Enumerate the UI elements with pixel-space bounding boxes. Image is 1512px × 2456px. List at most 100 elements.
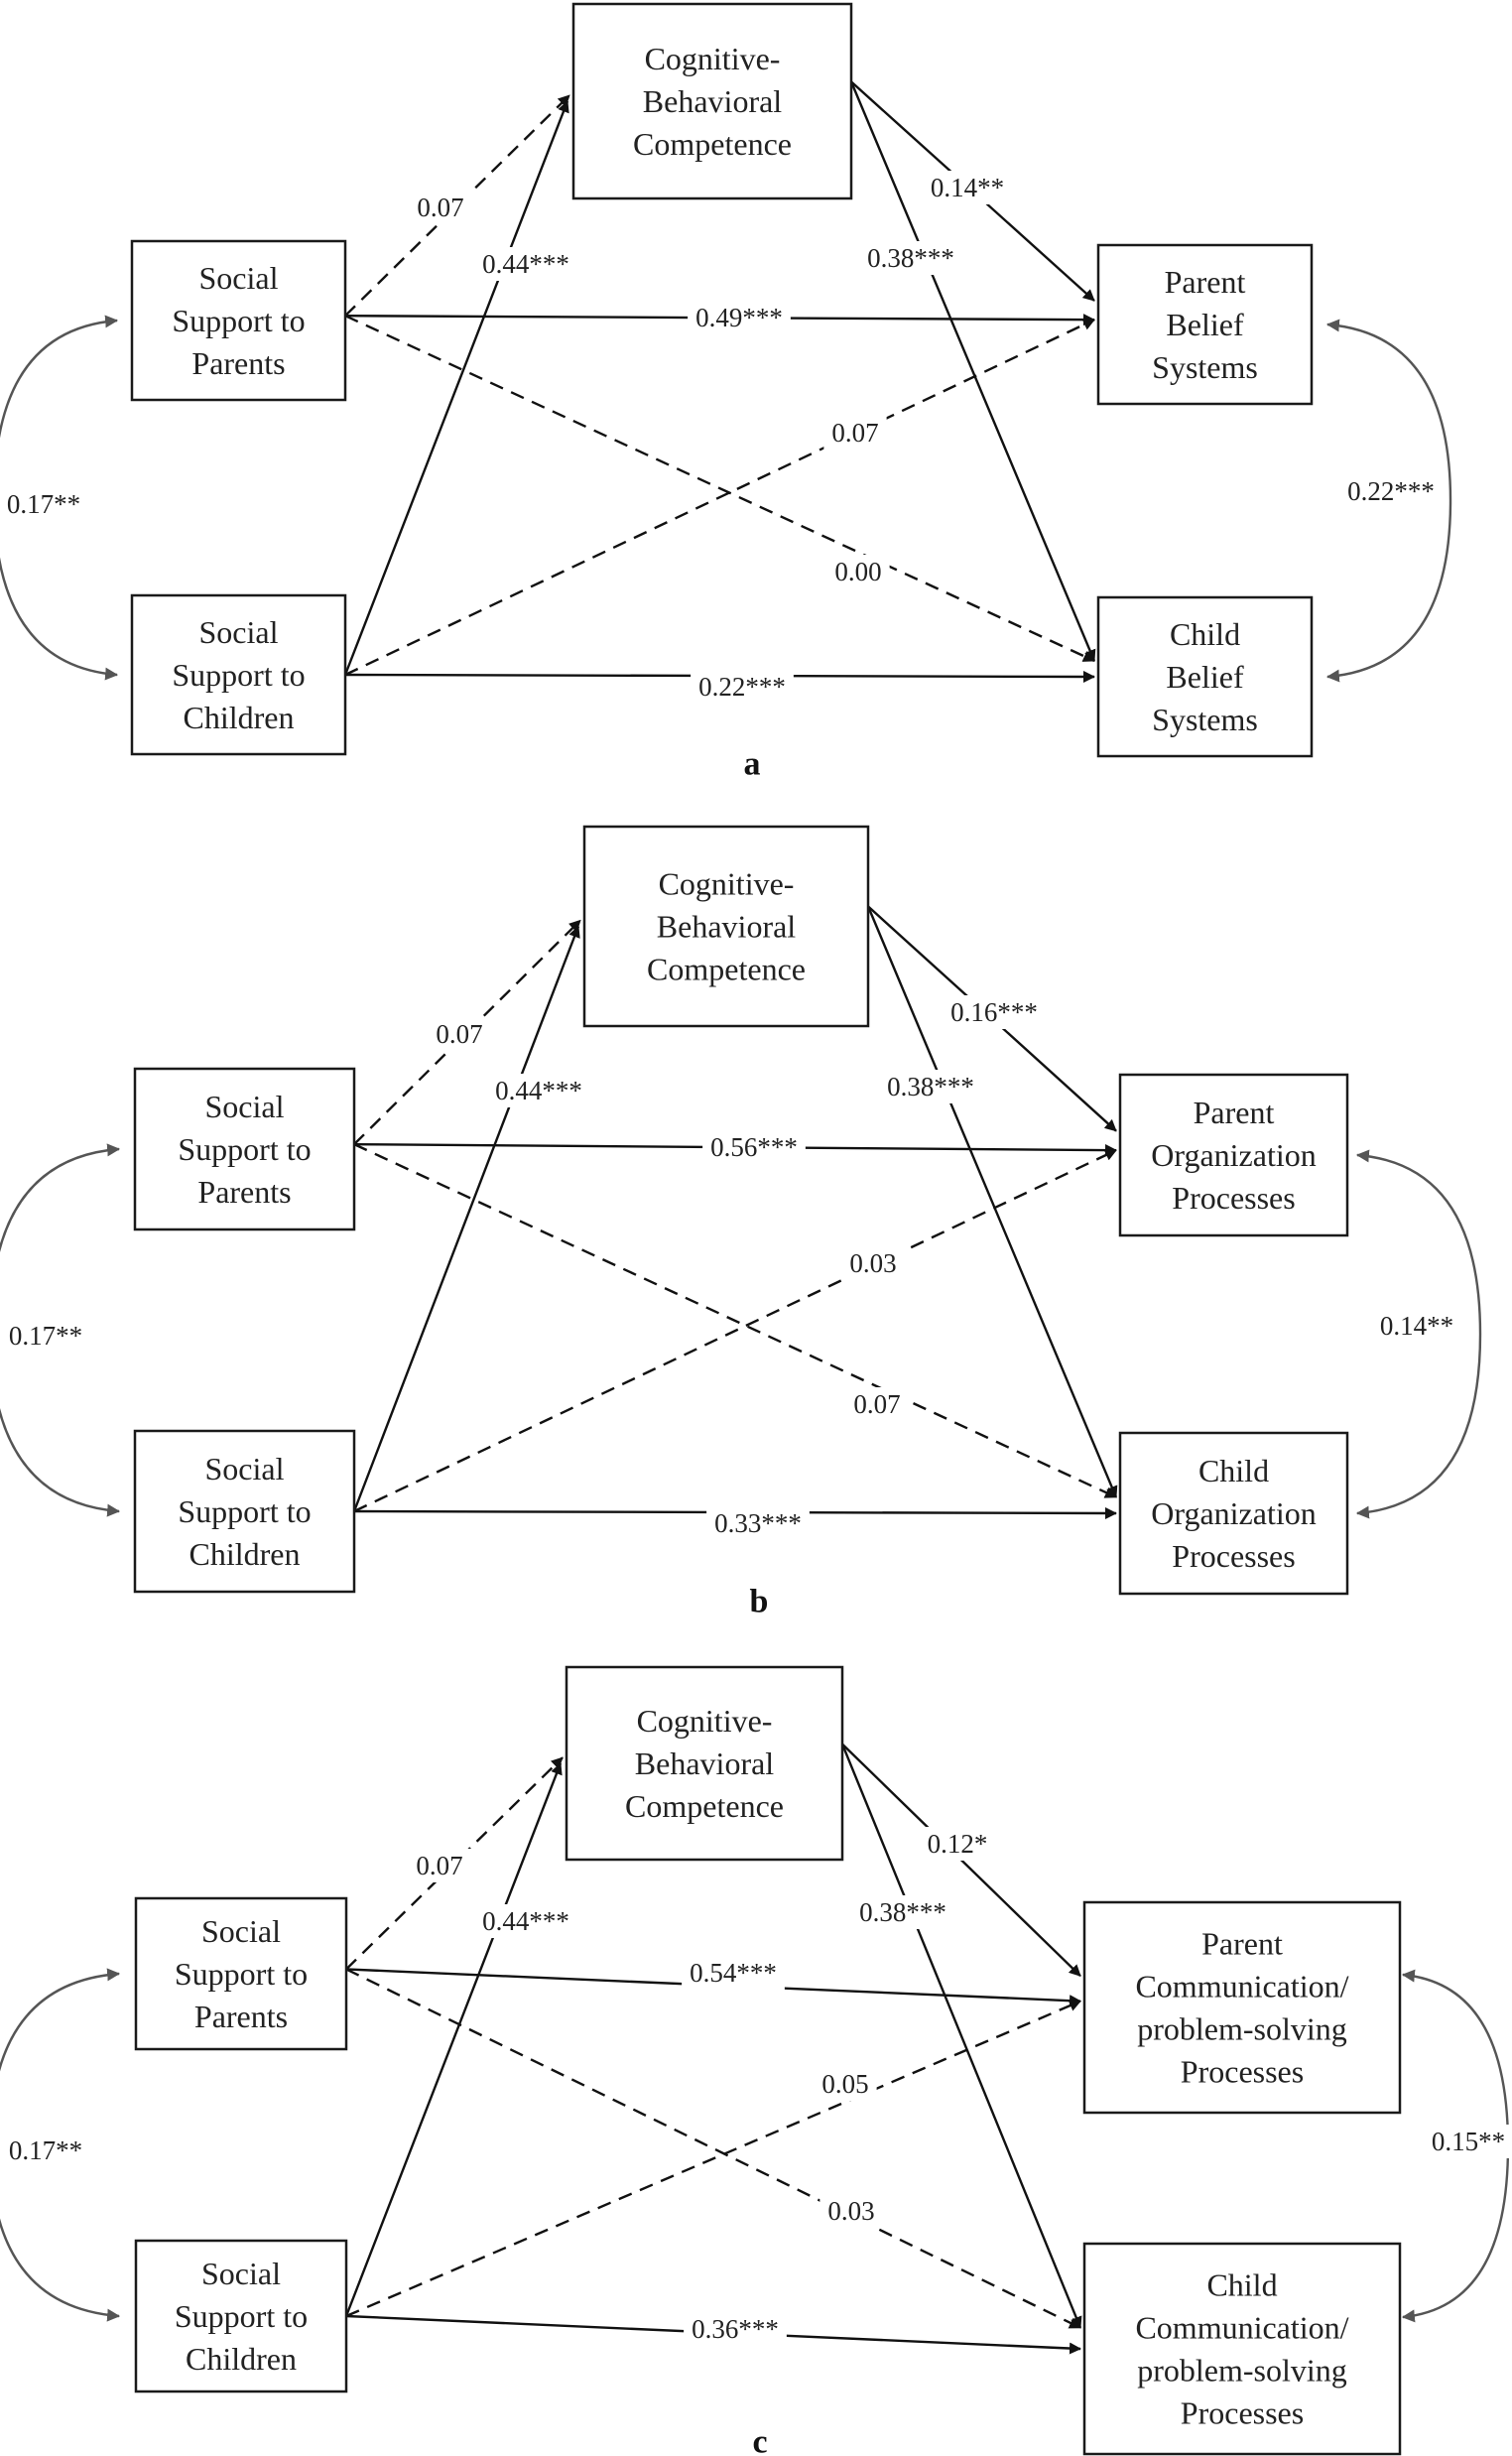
- node-social-support-children-line-3: Children: [184, 700, 295, 735]
- node-cognitive-behavioral-competence-frame: [565, 1665, 844, 1862]
- path-ssc-outp: [345, 2000, 1081, 2318]
- coef-cbc-outc-bg: [879, 1070, 982, 1103]
- corr-left-label-bg: [0, 2133, 91, 2167]
- node-parent-outcome-line-2: Communication/: [1135, 1969, 1348, 2004]
- node-social-support-children-line-1: Social: [205, 1451, 285, 1487]
- path-ssp-cbc: [353, 919, 581, 1145]
- node-parent-outcome-frame: [1096, 243, 1314, 406]
- node-parent-outcome-line-2: Belief: [1166, 307, 1244, 342]
- path-ssc-outp: [353, 1149, 1117, 1513]
- coef-cbc-outp: 0.12*: [928, 1829, 988, 1859]
- node-social-support-children-frame: [134, 2239, 348, 2393]
- panel-b: Cognitive-BehavioralCompetenceSocialSupp…: [0, 825, 1482, 1620]
- coef-cbc-outc-bg: [859, 241, 962, 275]
- node-cognitive-behavioral-competence-line-2: Behavioral: [635, 1745, 775, 1781]
- corr-left-label: 0.17**: [9, 2135, 82, 2165]
- coef-ssc-outp: 0.03: [849, 1248, 896, 1278]
- node-social-support-parents-line-1: Social: [205, 1089, 285, 1124]
- node-child-outcome-line-1: Child: [1198, 1453, 1269, 1488]
- coef-ssc-cbc-bg: [487, 1074, 590, 1107]
- node-child-outcome-line-3: problem-solving: [1137, 2353, 1347, 2389]
- coef-cbc-outp: 0.16***: [950, 997, 1038, 1027]
- path-ssp-outc: [344, 315, 1095, 663]
- panel-a-coefficients: 0.070.44***0.14**0.38***0.49***0.070.000…: [409, 171, 1013, 704]
- coef-ssp-outc: 0.00: [834, 557, 881, 586]
- corr-left-label-bg: [0, 1319, 91, 1353]
- coef-ssc-outc: 0.36***: [692, 2314, 779, 2344]
- panel-c: Cognitive-BehavioralCompetenceSocialSupp…: [0, 1665, 1512, 2456]
- node-child-outcome-line-2: Belief: [1166, 659, 1244, 695]
- panel-b-coefficients: 0.070.44***0.16***0.38***0.56***0.030.07…: [428, 995, 1046, 1540]
- node-parent-outcome-line-2: Organization: [1151, 1137, 1316, 1173]
- coef-cbc-outc-bg: [851, 1895, 954, 1929]
- corr-right-label-bg: [1371, 1309, 1462, 1343]
- coef-ssp-cbc: 0.07: [416, 1851, 462, 1880]
- corr-left-curve: [0, 1143, 121, 1517]
- node-social-support-children-line-1: Social: [201, 2256, 281, 2291]
- coef-ssp-cbc-bg: [409, 191, 472, 224]
- node-parent-outcome-line-4: Processes: [1181, 2054, 1304, 2090]
- path-ssc-cbc: [343, 100, 569, 676]
- coef-cbc-outp-bg: [943, 995, 1046, 1029]
- node-cognitive-behavioral-competence-line-1: Cognitive-: [645, 41, 781, 76]
- coef-ssc-outp: 0.05: [821, 2069, 868, 2099]
- coef-ssc-cbc-bg: [474, 1904, 577, 1938]
- corr-right-curve: [1325, 319, 1452, 683]
- node-cognitive-behavioral-competence-line-1: Cognitive-: [659, 866, 795, 902]
- node-social-support-children-line-2: Support to: [175, 2298, 308, 2334]
- node-child-outcome-line-3: Processes: [1172, 1538, 1295, 1574]
- coef-cbc-outp: 0.14**: [931, 173, 1004, 202]
- corr-right-label: 0.22***: [1347, 476, 1435, 506]
- panel-label-a: a: [744, 746, 761, 783]
- coef-ssp-outp-bg: [702, 1130, 806, 1164]
- node-cognitive-behavioral-competence-line-1: Cognitive-: [637, 1703, 773, 1739]
- coef-ssp-outp: 0.54***: [690, 1958, 777, 1988]
- node-parent-outcome-frame: [1082, 1900, 1402, 2115]
- node-child-outcome-line-3: Systems: [1152, 702, 1258, 737]
- node-parent-outcome-line-1: Parent: [1165, 264, 1246, 300]
- node-social-support-parents-line-1: Social: [201, 1913, 281, 1949]
- coef-ssc-cbc-bg: [474, 247, 577, 281]
- path-ssc-outp: [344, 319, 1095, 677]
- node-child-outcome-line-4: Processes: [1181, 2395, 1304, 2431]
- node-cognitive-behavioral-competence-line-3: Competence: [647, 952, 806, 987]
- node-cognitive-behavioral-competence-frame: [582, 825, 870, 1028]
- coef-ssc-outp-bg: [841, 1246, 905, 1280]
- coef-ssp-outp-bg: [688, 301, 791, 334]
- coef-ssc-cbc: 0.44***: [495, 1076, 582, 1105]
- coef-ssc-outc-bg: [684, 2312, 787, 2346]
- corr-left-label: 0.17**: [9, 1321, 82, 1351]
- coef-ssp-outp: 0.56***: [710, 1132, 798, 1162]
- path-ssp-cbc: [345, 1756, 564, 1971]
- coef-cbc-outc: 0.38***: [887, 1072, 974, 1101]
- corr-left-label: 0.17**: [7, 489, 80, 519]
- node-social-support-parents-frame: [133, 1067, 356, 1231]
- coef-cbc-outp-bg: [919, 1827, 996, 1861]
- coef-ssp-outp-bg: [682, 1956, 785, 1990]
- coef-ssc-outc: 0.33***: [714, 1508, 802, 1538]
- node-child-outcome-line-2: Communication/: [1135, 2310, 1348, 2346]
- coef-ssp-outc-bg: [826, 555, 890, 588]
- coef-ssp-cbc-bg: [408, 1849, 471, 1882]
- path-ssp-outc: [353, 1143, 1117, 1498]
- path-cbc-outc: [840, 1744, 1082, 2329]
- coef-cbc-outc: 0.38***: [859, 1897, 946, 1927]
- coef-ssc-outp-bg: [814, 2067, 877, 2101]
- node-social-support-parents-line-3: Parents: [197, 1174, 291, 1210]
- coef-ssp-outc-bg: [819, 2194, 883, 2228]
- node-social-support-parents-line-2: Support to: [175, 1956, 308, 1992]
- node-social-support-children-line-1: Social: [199, 614, 279, 650]
- panel-c-coefficients: 0.070.44***0.12*0.38***0.54***0.050.030.…: [408, 1827, 996, 2346]
- node-child-outcome-line-1: Child: [1170, 616, 1240, 652]
- node-social-support-children-line-3: Children: [186, 2341, 297, 2377]
- node-social-support-children-line-2: Support to: [178, 1493, 311, 1529]
- node-social-support-children-frame: [130, 593, 347, 756]
- node-parent-outcome-line-3: problem-solving: [1137, 2011, 1347, 2047]
- node-social-support-children-frame: [133, 1429, 356, 1594]
- node-child-outcome: ChildCommunication/problem-solvingProces…: [1082, 2242, 1402, 2456]
